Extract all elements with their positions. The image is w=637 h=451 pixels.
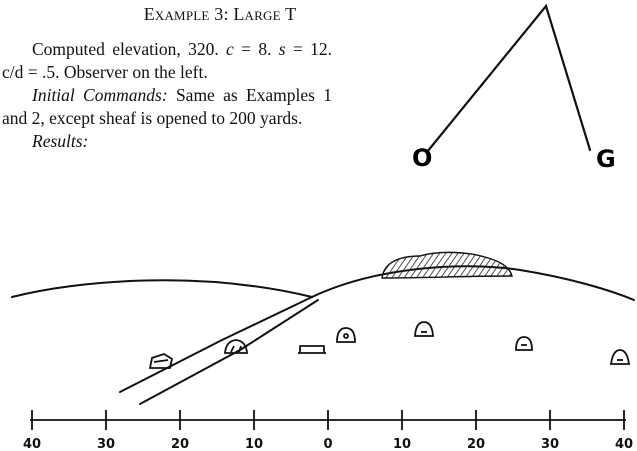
left-hill-line <box>11 279 313 298</box>
paragraph-commands: Initial Commands: Same as Examples 1 and… <box>2 84 332 130</box>
paragraph-setup: Computed elevation, 320. c = 8. s = 12. … <box>2 38 332 84</box>
burst-icon <box>414 321 434 337</box>
right-hill-line <box>311 265 635 301</box>
burst-icon <box>298 345 326 354</box>
heading-prefix: Example <box>143 4 210 24</box>
scale-tick-label: 10 <box>245 437 263 451</box>
road-line-lower <box>139 299 319 405</box>
observer-label: O <box>412 144 432 172</box>
elevation-text: Computed elevation, 320. <box>32 39 227 59</box>
scale-tick-label: 10 <box>393 437 411 451</box>
heading-number: 3 <box>214 4 224 24</box>
burst-markers <box>148 321 631 369</box>
heading-colon: : <box>223 4 229 24</box>
scale-tick-label: 20 <box>467 437 485 451</box>
c-value: = 8. <box>233 39 279 59</box>
burst-icon <box>148 353 174 369</box>
burst-icon <box>609 349 631 365</box>
woods-icon <box>381 251 513 279</box>
commands-label: Initial Commands: <box>32 85 168 105</box>
burst-icon <box>515 336 533 351</box>
c-variable: c <box>226 39 234 59</box>
burst-icon <box>224 339 248 354</box>
body-text: Computed elevation, 320. c = 8. s = 12. … <box>2 38 332 153</box>
scale-tick-label: 40 <box>615 437 633 451</box>
example-heading: Example 3: Large T <box>100 4 340 25</box>
burst-icon <box>336 327 356 343</box>
scale-tick-label: 30 <box>97 437 115 451</box>
scale-tick-label: 40 <box>23 437 41 451</box>
scale-tick-label: 20 <box>171 437 189 451</box>
otg-lines <box>425 3 592 154</box>
s-value-text: = 12. c/d = .5. Observer on the left. <box>2 39 332 82</box>
scale-tick-label: 30 <box>541 437 559 451</box>
gun-label: G <box>596 145 616 173</box>
s-variable: s <box>278 39 286 59</box>
paragraph-results: Results: <box>2 130 332 153</box>
results-label: Results: <box>32 131 89 151</box>
scale-tick-label: 0 <box>323 437 332 451</box>
heading-title: Large T <box>233 4 297 24</box>
range-scale <box>30 410 626 430</box>
commands-text: Same as Examples 1 and 2, except sheaf i… <box>2 85 332 128</box>
road-line-upper <box>119 296 313 393</box>
